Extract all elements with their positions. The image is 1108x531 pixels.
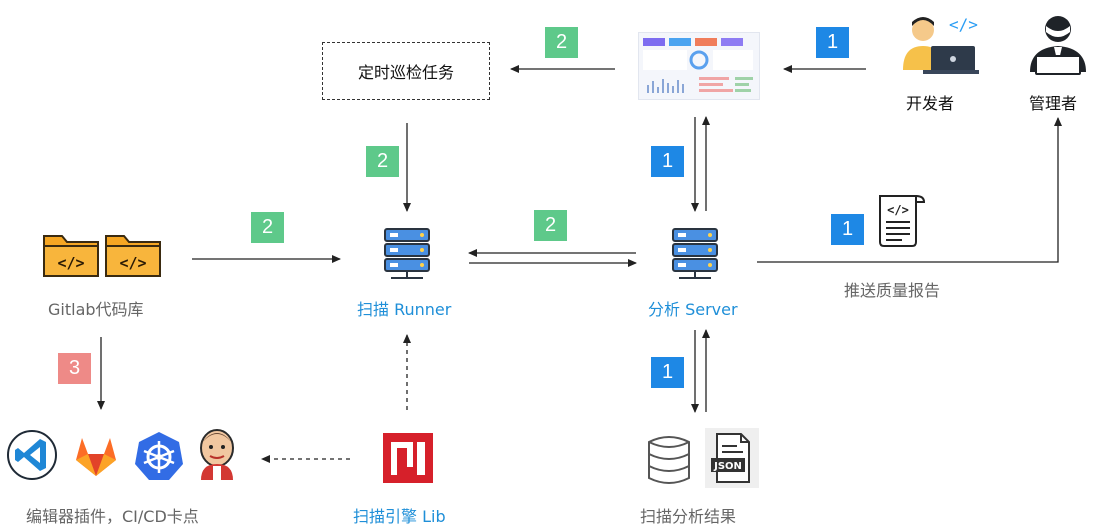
folder-code-icon: </> — [104, 228, 162, 278]
report-icon: </> — [872, 192, 928, 248]
developer-label: 开发者 — [906, 94, 955, 113]
engine-lib-icon — [383, 433, 433, 483]
badge-step-2: 2 — [251, 212, 284, 243]
badge-step-1: 1 — [816, 27, 849, 58]
badge-step-1: 1 — [831, 214, 864, 245]
jenkins-icon — [195, 426, 239, 482]
badge-step-2: 2 — [545, 27, 578, 58]
code-glyph: </> — [57, 254, 84, 272]
folder-code-icon: </> — [42, 228, 100, 278]
scheduled-task-label: 定时巡检任务 — [357, 63, 454, 82]
vscode-icon — [6, 429, 58, 481]
arrow-server-to-admin — [757, 117, 1062, 263]
database-icon — [645, 434, 693, 486]
badge-step-2: 2 — [366, 146, 399, 177]
code-glyph: </> — [887, 203, 909, 217]
scheduled-task-box: 定时巡检任务 — [322, 42, 490, 100]
badge-step-1: 1 — [651, 146, 684, 177]
kubernetes-icon — [132, 429, 186, 483]
gitlab-label: Gitlab代码库 — [48, 300, 144, 319]
server-icon — [669, 227, 721, 281]
badge-step-1: 1 — [651, 357, 684, 388]
admin-icon — [1022, 12, 1094, 76]
badge-step-3: 3 — [58, 353, 91, 384]
results-label: 扫描分析结果 — [640, 507, 737, 526]
admin-label: 管理者 — [1029, 94, 1078, 113]
json-tag: JSON — [713, 461, 742, 472]
dashboard-icon — [638, 32, 760, 100]
svg-text:</>: </> — [949, 15, 978, 34]
gitlab-icon — [72, 430, 120, 480]
runner-icon — [381, 227, 433, 281]
badge-step-2: 2 — [534, 210, 567, 241]
runner-label: 扫描 Runner — [357, 300, 452, 319]
report-label: 推送质量报告 — [844, 281, 941, 300]
developer-icon: </> — [893, 12, 979, 76]
plugins-label: 编辑器插件，CI/CD卡点 — [26, 507, 199, 526]
server-label: 分析 Server — [648, 300, 738, 319]
engine-label: 扫描引擎 Lib — [353, 507, 446, 526]
json-file-icon: JSON — [705, 428, 759, 488]
code-glyph: </> — [119, 254, 146, 272]
